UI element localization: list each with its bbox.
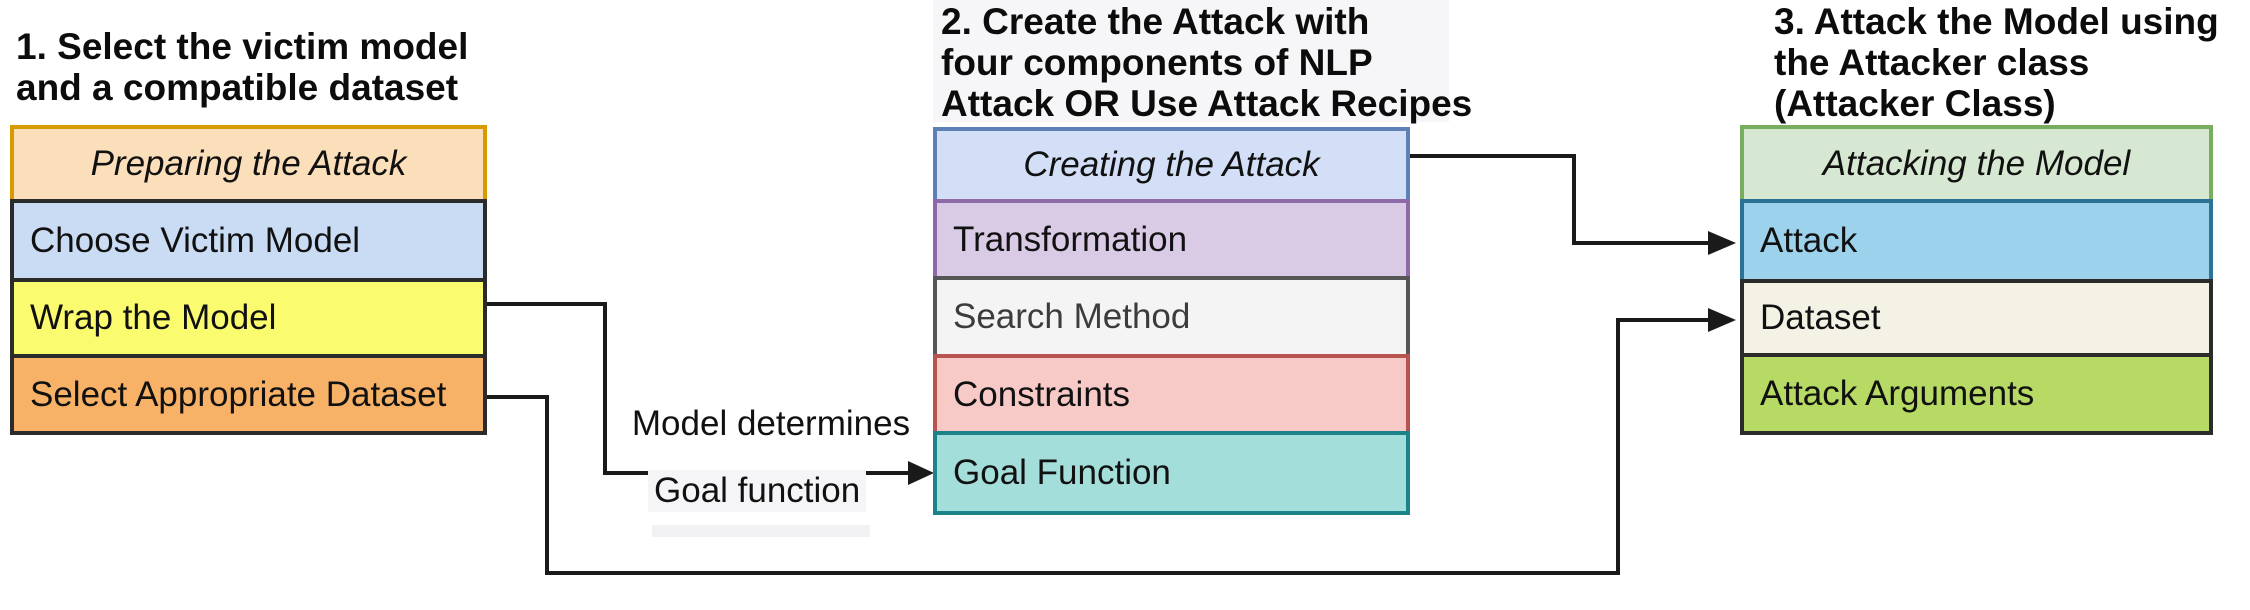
title-line: 3. Attack the Model using <box>1774 1 2219 42</box>
row-label: Dataset <box>1760 298 1881 337</box>
arrow-select-dataset-to-dataset <box>487 318 1712 575</box>
search-method-row: Search Method <box>933 276 1410 358</box>
transformation-row: Transformation <box>933 199 1410 280</box>
arrow-wrap-model-to-goal-function <box>487 302 912 475</box>
row-label: Constraints <box>953 374 1131 414</box>
header-label: Creating the Attack <box>1023 145 1320 184</box>
row-label: Attack Arguments <box>1760 374 2035 413</box>
arrow-label-text: Goal function <box>648 470 867 512</box>
row-label: Attack <box>1760 221 1858 260</box>
column-3-title: 3. Attack the Model using the Attacker c… <box>1774 1 2219 124</box>
attack-arguments-row: Attack Arguments <box>1740 353 2213 435</box>
dataset-row: Dataset <box>1740 279 2213 357</box>
attacking-the-model-box: Attacking the Model Attack Dataset Attac… <box>1740 125 2213 435</box>
title-line: (Attacker Class) <box>1774 83 2056 124</box>
creating-the-attack-header: Creating the Attack <box>933 127 1410 203</box>
column-1-title: 1. Select the victim model and a compati… <box>16 26 468 108</box>
row-label: Search Method <box>953 297 1191 336</box>
preparing-the-attack-box: Preparing the Attack Choose Victim Model… <box>10 125 487 435</box>
arrow-creating-attack-to-attack <box>1410 154 1712 245</box>
select-appropriate-dataset-row: Select Appropriate Dataset <box>10 354 487 435</box>
title-line: 2. Create the Attack with <box>941 1 1370 42</box>
row-label: Transformation <box>953 219 1188 259</box>
column-2-title: 2. Create the Attack with four component… <box>941 1 1472 124</box>
header-label: Preparing the Attack <box>90 144 407 183</box>
highlight-artifact <box>933 0 1449 122</box>
header-label: Attacking the Model <box>1822 144 2131 183</box>
title-line: and a compatible dataset <box>16 67 459 108</box>
arrowhead-goal-function <box>908 461 934 485</box>
arrowhead-dataset <box>1708 308 1736 332</box>
row-label: Wrap the Model <box>30 298 277 337</box>
constraints-row: Constraints <box>933 354 1410 435</box>
arrowhead-attack <box>1708 231 1736 255</box>
title-line: four components of NLP <box>941 42 1373 83</box>
goal-function-row: Goal Function <box>933 431 1410 515</box>
preparing-the-attack-header: Preparing the Attack <box>10 125 487 203</box>
attack-row: Attack <box>1740 199 2213 283</box>
highlight-artifact <box>652 525 870 537</box>
title-line: Attack OR Use Attack Recipes <box>941 83 1473 124</box>
row-label: Goal Function <box>953 453 1171 492</box>
creating-the-attack-box: Creating the Attack Transformation Searc… <box>933 127 1410 515</box>
title-line: 1. Select the victim model <box>16 26 469 67</box>
arrow-label-model-determines: Model determines <box>631 404 911 443</box>
attacking-the-model-header: Attacking the Model <box>1740 125 2213 203</box>
row-label: Select Appropriate Dataset <box>30 374 447 414</box>
wrap-the-model-row: Wrap the Model <box>10 278 487 358</box>
row-label: Choose Victim Model <box>30 220 361 260</box>
arrow-label-goal-function: Goal function <box>648 470 867 512</box>
choose-victim-model-row: Choose Victim Model <box>10 199 487 282</box>
title-line: the Attacker class <box>1774 42 2090 83</box>
